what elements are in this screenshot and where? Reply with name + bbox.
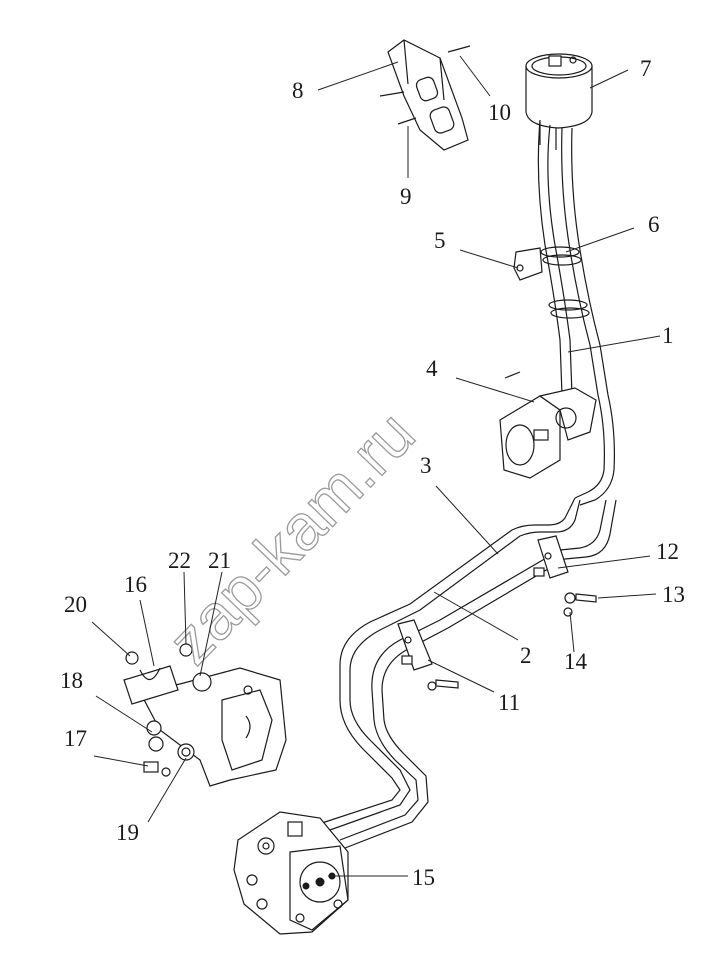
callout-11: 11 xyxy=(498,690,520,715)
callout-16: 16 xyxy=(124,572,147,597)
pipe-clamp-upper xyxy=(533,535,597,617)
callout-6: 6 xyxy=(648,212,660,237)
hose-clamp xyxy=(540,246,590,319)
callout-7: 7 xyxy=(640,56,652,81)
leader-lines xyxy=(91,55,661,877)
reservoir-tank xyxy=(525,53,593,150)
callout-13: 13 xyxy=(662,582,685,607)
callout-10: 10 xyxy=(488,100,511,125)
callout-12: 12 xyxy=(656,539,679,564)
callout-18: 18 xyxy=(60,668,83,693)
callout-2: 2 xyxy=(520,643,532,668)
hose-clip xyxy=(513,247,543,281)
pressure-pipes xyxy=(294,497,617,849)
callout-22: 22 xyxy=(168,548,191,573)
callout-labels: 1 2 3 4 5 6 7 8 9 10 11 12 13 14 15 16 1… xyxy=(60,56,685,890)
pipe-clamp-lower xyxy=(397,619,459,691)
callout-19: 19 xyxy=(116,820,139,845)
callout-8: 8 xyxy=(292,78,304,103)
valve-block xyxy=(499,371,597,479)
steering-pump xyxy=(233,811,349,935)
mounting-bracket xyxy=(379,39,471,151)
watermark-text: zap-kam.ru xyxy=(154,397,428,677)
callout-1: 1 xyxy=(662,323,674,348)
hose-set xyxy=(537,119,615,506)
callout-3: 3 xyxy=(420,453,432,478)
callout-17: 17 xyxy=(64,726,87,751)
callout-21: 21 xyxy=(208,548,231,573)
callout-9: 9 xyxy=(400,184,412,209)
callout-20: 20 xyxy=(64,592,87,617)
callout-14: 14 xyxy=(564,649,588,674)
callout-4: 4 xyxy=(426,356,438,381)
pump-bracket xyxy=(123,643,287,787)
callout-15: 15 xyxy=(412,865,435,890)
callout-5: 5 xyxy=(434,228,446,253)
